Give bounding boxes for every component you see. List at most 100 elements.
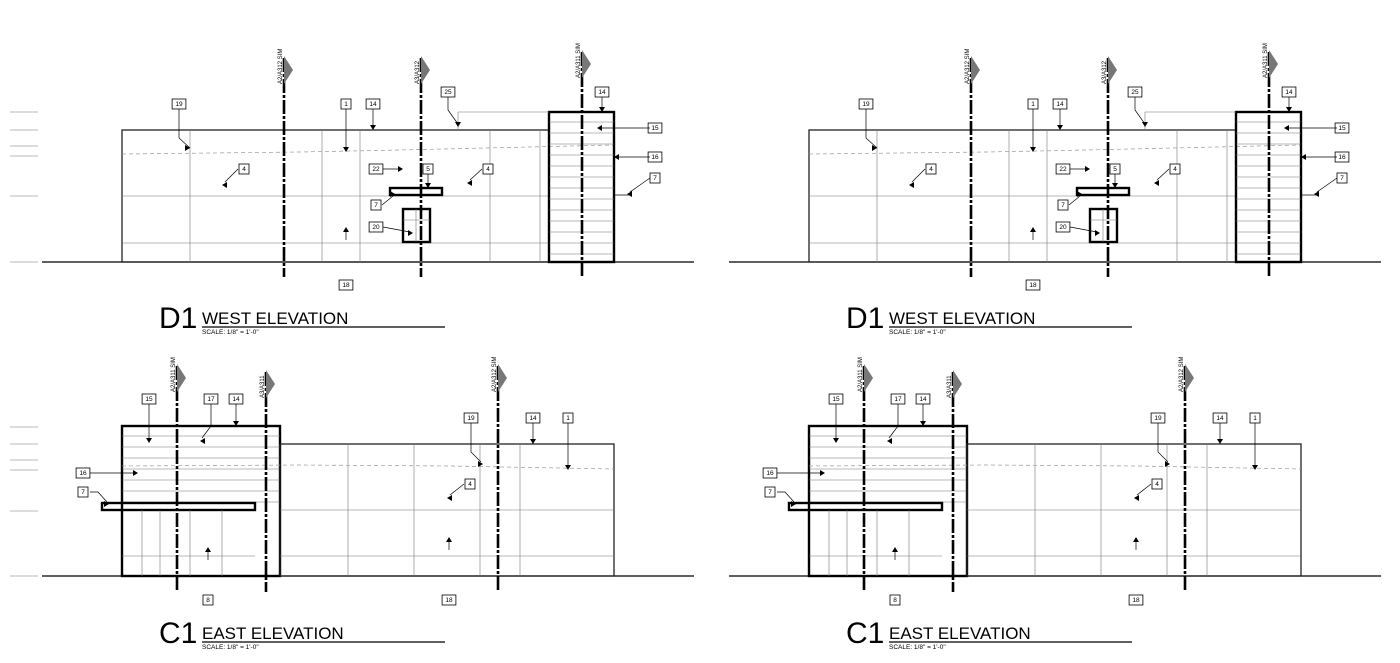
keynote-number: 1 bbox=[1031, 101, 1035, 108]
grid-reference: A2/A312 SIM bbox=[492, 357, 507, 592]
keynote-tag: 15 bbox=[141, 393, 157, 405]
grid-marker-icon bbox=[421, 56, 430, 84]
grid-label: A3/A311 bbox=[260, 375, 266, 398]
grid-label: A2/A311 SIM bbox=[858, 357, 864, 392]
view-name: EAST ELEVATION bbox=[889, 624, 1031, 643]
leader-arrow bbox=[1252, 465, 1258, 470]
dashed-line bbox=[808, 144, 1302, 155]
keynote-number: 14 bbox=[369, 101, 377, 108]
keynote-number: 5 bbox=[426, 166, 430, 173]
keynote-tag: 19 bbox=[1150, 412, 1166, 424]
leader-arrow bbox=[1095, 230, 1100, 236]
keynote-number: 8 bbox=[206, 597, 210, 604]
keynote-number: 25 bbox=[1131, 89, 1139, 96]
keynote-number: 22 bbox=[1059, 166, 1067, 173]
view-id: C1 bbox=[159, 617, 197, 650]
grid-label: A3/A311 bbox=[947, 375, 953, 398]
keynote-number: 19 bbox=[175, 101, 183, 108]
keynote-tag: 5 bbox=[1109, 163, 1121, 175]
keynote-tag: 1 bbox=[340, 98, 352, 110]
keynote-tag: 7 bbox=[764, 486, 776, 498]
leader-arrow bbox=[1165, 461, 1170, 467]
keynote-leader bbox=[1156, 168, 1170, 181]
keynote-number: 15 bbox=[145, 396, 153, 403]
leader-arrow bbox=[133, 470, 138, 476]
leader-arrow bbox=[446, 537, 452, 542]
keynote-tag: 15 bbox=[647, 122, 663, 134]
keynote-tag: 14 bbox=[915, 393, 931, 405]
keynote-box bbox=[238, 163, 250, 175]
leader-arrow bbox=[1154, 180, 1159, 186]
leader-arrow bbox=[614, 154, 619, 160]
leader-arrow bbox=[447, 495, 452, 501]
keynote-tag: 14 bbox=[1212, 412, 1228, 424]
keynote-box bbox=[1169, 163, 1181, 175]
entry-canopy bbox=[388, 186, 444, 197]
keynote-number: 14 bbox=[919, 396, 927, 403]
leader-arrow bbox=[233, 421, 239, 426]
entry-canopy bbox=[100, 501, 257, 512]
entry-canopy bbox=[1075, 186, 1131, 197]
keynote-box bbox=[1057, 199, 1069, 211]
view-name: EAST ELEVATION bbox=[202, 624, 344, 643]
entry-tower bbox=[120, 424, 282, 578]
grid-label: A3/A312 bbox=[415, 60, 421, 84]
leader-arrow bbox=[146, 438, 152, 443]
leader-arrow bbox=[1112, 183, 1118, 188]
keynote-tag: 15 bbox=[1334, 122, 1350, 134]
leader-arrow bbox=[390, 191, 395, 197]
leader-arrow bbox=[627, 191, 632, 197]
keynote-number: 7 bbox=[374, 202, 378, 209]
keynote-tag: 4 bbox=[482, 163, 494, 175]
keynote-number: 1 bbox=[1253, 415, 1257, 422]
keynote-box bbox=[889, 594, 901, 606]
view-scale: SCALE: 1/8" = 1'-0" bbox=[202, 329, 259, 336]
view-name: WEST ELEVATION bbox=[889, 309, 1035, 328]
keynote-tag: 1 bbox=[1249, 412, 1261, 424]
keynote-number: 4 bbox=[1155, 481, 1159, 488]
keynote-number: 4 bbox=[242, 166, 246, 173]
keynote-box bbox=[1025, 279, 1041, 291]
keynote-tag: 19 bbox=[171, 98, 187, 110]
keynote-number: 14 bbox=[232, 396, 240, 403]
entry-tower bbox=[807, 424, 969, 578]
keynote-number: 14 bbox=[1285, 89, 1293, 96]
keynote-box bbox=[482, 163, 494, 175]
leader-arrow bbox=[820, 470, 825, 476]
keynote-tag: 22 bbox=[1055, 163, 1071, 175]
keynote-tag: 4 bbox=[1151, 478, 1163, 490]
keynote-tag: 22 bbox=[368, 163, 384, 175]
keynote-tag: 7 bbox=[1057, 199, 1069, 211]
view-id: C1 bbox=[846, 617, 884, 650]
keynote-leader bbox=[888, 404, 899, 439]
dashed-line bbox=[121, 144, 615, 155]
leader-arrow bbox=[887, 438, 892, 444]
keynote-leader bbox=[1136, 483, 1152, 496]
keynote-leader bbox=[777, 491, 795, 503]
keynote-tag: 14 bbox=[365, 98, 381, 110]
keynote-number: 18 bbox=[1029, 282, 1037, 289]
leader-arrow bbox=[343, 147, 349, 152]
keynote-tag: 16 bbox=[75, 467, 91, 479]
keynote-leader bbox=[1069, 226, 1098, 233]
keynote-box bbox=[1128, 594, 1144, 606]
leader-arrow bbox=[343, 227, 349, 232]
keynote-tag: 7 bbox=[649, 172, 661, 184]
grid-marker-icon bbox=[284, 56, 293, 84]
grid-label: A2/A312 SIM bbox=[278, 49, 284, 84]
keynote-number: 19 bbox=[862, 101, 870, 108]
leader-arrow bbox=[370, 125, 376, 130]
keynote-tag: 16 bbox=[762, 467, 778, 479]
grid-reference: A3/A312 bbox=[1102, 56, 1117, 277]
grid-marker-icon bbox=[498, 364, 507, 392]
keynote-tag: 25 bbox=[440, 86, 456, 98]
keynote-leader bbox=[382, 226, 411, 233]
keynote-leader bbox=[470, 423, 482, 463]
grid-reference: A3/A312 bbox=[415, 56, 430, 277]
